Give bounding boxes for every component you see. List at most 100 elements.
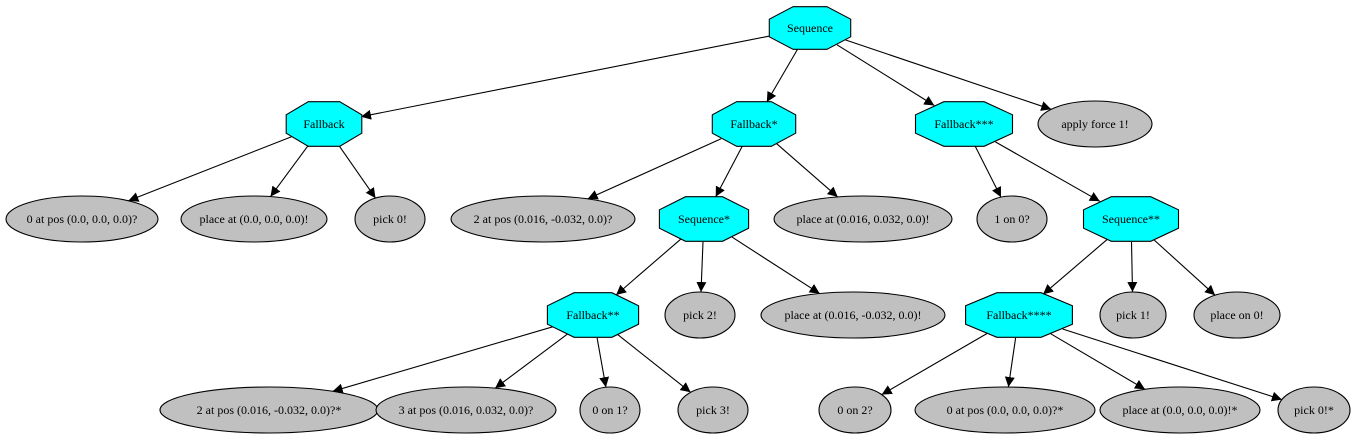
leaf-node-n6: place at (0.0, 0.0, 0.0)!: [180, 195, 328, 243]
edge-n0-n2: [766, 48, 799, 103]
edge-n9-n14: [696, 241, 707, 293]
node-label: pick 1!: [1116, 308, 1150, 322]
leaf-node-n18: place on 0!: [1193, 291, 1281, 339]
node-label: Fallback*: [730, 117, 777, 131]
ellipse-shape: [180, 195, 328, 243]
edge-n2-n9: [715, 145, 743, 198]
octagon-shape: [965, 292, 1073, 338]
edge-n2-n8: [587, 138, 722, 200]
control-node-n16: Fallback****: [965, 292, 1073, 338]
ellipse-shape: [914, 386, 1096, 434]
edge-n1-n6: [270, 144, 309, 197]
node-label: Sequence**: [1102, 212, 1160, 226]
ellipse-shape: [818, 386, 892, 434]
node-label: pick 3!: [696, 403, 730, 417]
octagon-shape: [711, 101, 797, 147]
edge-n0-n1: [360, 35, 771, 120]
leaf-node-n25: place at (0.0, 0.0, 0.0)!*: [1099, 386, 1261, 434]
octagon-shape: [285, 101, 363, 147]
node-label: Fallback**: [566, 308, 619, 322]
octagon-shape: [1082, 196, 1180, 242]
ellipse-shape: [677, 386, 749, 434]
control-node-n0: Sequence: [768, 6, 852, 50]
ellipse-shape: [450, 195, 636, 243]
node-label: pick 0!: [373, 212, 407, 226]
edge-n12-n17: [1127, 241, 1138, 293]
leaf-node-n14: pick 2!: [664, 291, 736, 339]
edge-n3-n12: [995, 141, 1101, 202]
node-label: 1 on 0?: [994, 212, 1029, 226]
leaf-node-n20: 3 at pos (0.016, 0.032, 0.0)?: [375, 386, 557, 434]
control-node-n2: Fallback*: [711, 101, 797, 147]
leaf-node-n15: place at (0.016, -0.032, 0.0)!: [760, 291, 946, 339]
node-label: place on 0!: [1210, 308, 1263, 322]
edge-n13-n22: [617, 334, 691, 393]
ellipse-shape: [579, 386, 641, 434]
node-label: Sequence: [787, 21, 833, 35]
edge-n16-n25: [1050, 333, 1146, 390]
edge-n9-n15: [731, 236, 820, 295]
ellipse-shape: [976, 195, 1048, 243]
node-label: place at (0.016, 0.032, 0.0)!: [797, 212, 930, 226]
edge-n13-n21: [596, 337, 610, 388]
leaf-node-n5: 0 at pos (0.0, 0.0, 0.0)?: [5, 195, 159, 243]
edge-n13-n19: [332, 326, 553, 394]
leaf-node-n23: 0 on 2?: [818, 386, 892, 434]
edge-n1-n5: [128, 136, 292, 202]
ellipse-shape: [354, 195, 426, 243]
ellipse-shape: [5, 195, 159, 243]
octagon-shape: [546, 292, 640, 338]
leaf-node-n21: 0 on 1?: [579, 386, 641, 434]
leaf-node-n17: pick 1!: [1099, 291, 1167, 339]
edge-n12-n16: [1042, 238, 1108, 295]
node-label: Fallback***: [934, 117, 993, 131]
control-node-n9: Sequence*: [658, 196, 750, 242]
node-label: place at (0.0, 0.0, 0.0)!: [200, 212, 309, 226]
ellipse-shape: [760, 291, 946, 339]
ellipse-shape: [375, 386, 557, 434]
node-label: 2 at pos (0.016, -0.032, 0.0)?*: [197, 403, 342, 417]
control-node-n1: Fallback: [285, 101, 363, 147]
node-label: 0 on 2?: [837, 403, 872, 417]
edge-n0-n4: [845, 39, 1052, 111]
node-label: Sequence*: [678, 212, 730, 226]
leaf-node-n4: apply force 1!: [1037, 100, 1153, 148]
node-label: 0 at pos (0.0, 0.0, 0.0)?: [27, 212, 138, 226]
leaf-node-n7: pick 0!: [354, 195, 426, 243]
node-label: Fallback****: [986, 308, 1051, 322]
node-label: 0 on 1?: [592, 403, 627, 417]
leaf-node-n10: place at (0.016, 0.032, 0.0)!: [773, 195, 953, 243]
leaf-node-n8: 2 at pos (0.016, -0.032, 0.0)?: [450, 195, 636, 243]
ellipse-shape: [1099, 291, 1167, 339]
control-node-n13: Fallback**: [546, 292, 640, 338]
edge-layer: [128, 35, 1283, 402]
edge-n13-n20: [494, 333, 568, 389]
node-label: place at (0.016, -0.032, 0.0)!: [785, 308, 922, 322]
edge-n16-n23: [881, 333, 988, 396]
edge-n3-n11: [974, 146, 1002, 198]
edge-n12-n18: [1153, 238, 1216, 296]
node-label: pick 2!: [683, 308, 717, 322]
node-label: apply force 1!: [1061, 117, 1128, 131]
control-node-n3: Fallback***: [914, 101, 1014, 147]
edge-n2-n10: [776, 143, 839, 198]
ellipse-shape: [1193, 291, 1281, 339]
ellipse-shape: [664, 291, 736, 339]
node-label: 3 at pos (0.016, 0.032, 0.0)?: [399, 403, 534, 417]
octagon-shape: [658, 196, 750, 242]
leaf-node-n22: pick 3!: [677, 386, 749, 434]
octagon-shape: [768, 6, 852, 50]
leaf-node-n26: pick 0!*: [1277, 386, 1351, 434]
ellipse-shape: [1037, 100, 1153, 148]
edge-n16-n24: [1004, 337, 1017, 388]
octagon-shape: [914, 101, 1014, 147]
ellipse-shape: [773, 195, 953, 243]
ellipse-shape: [1277, 386, 1351, 434]
leaf-node-n19: 2 at pos (0.016, -0.032, 0.0)?*: [159, 386, 379, 434]
edge-n1-n7: [338, 144, 376, 199]
leaf-node-n11: 1 on 0?: [976, 195, 1048, 243]
control-node-n12: Sequence**: [1082, 196, 1180, 242]
edge-n0-n3: [836, 44, 935, 106]
